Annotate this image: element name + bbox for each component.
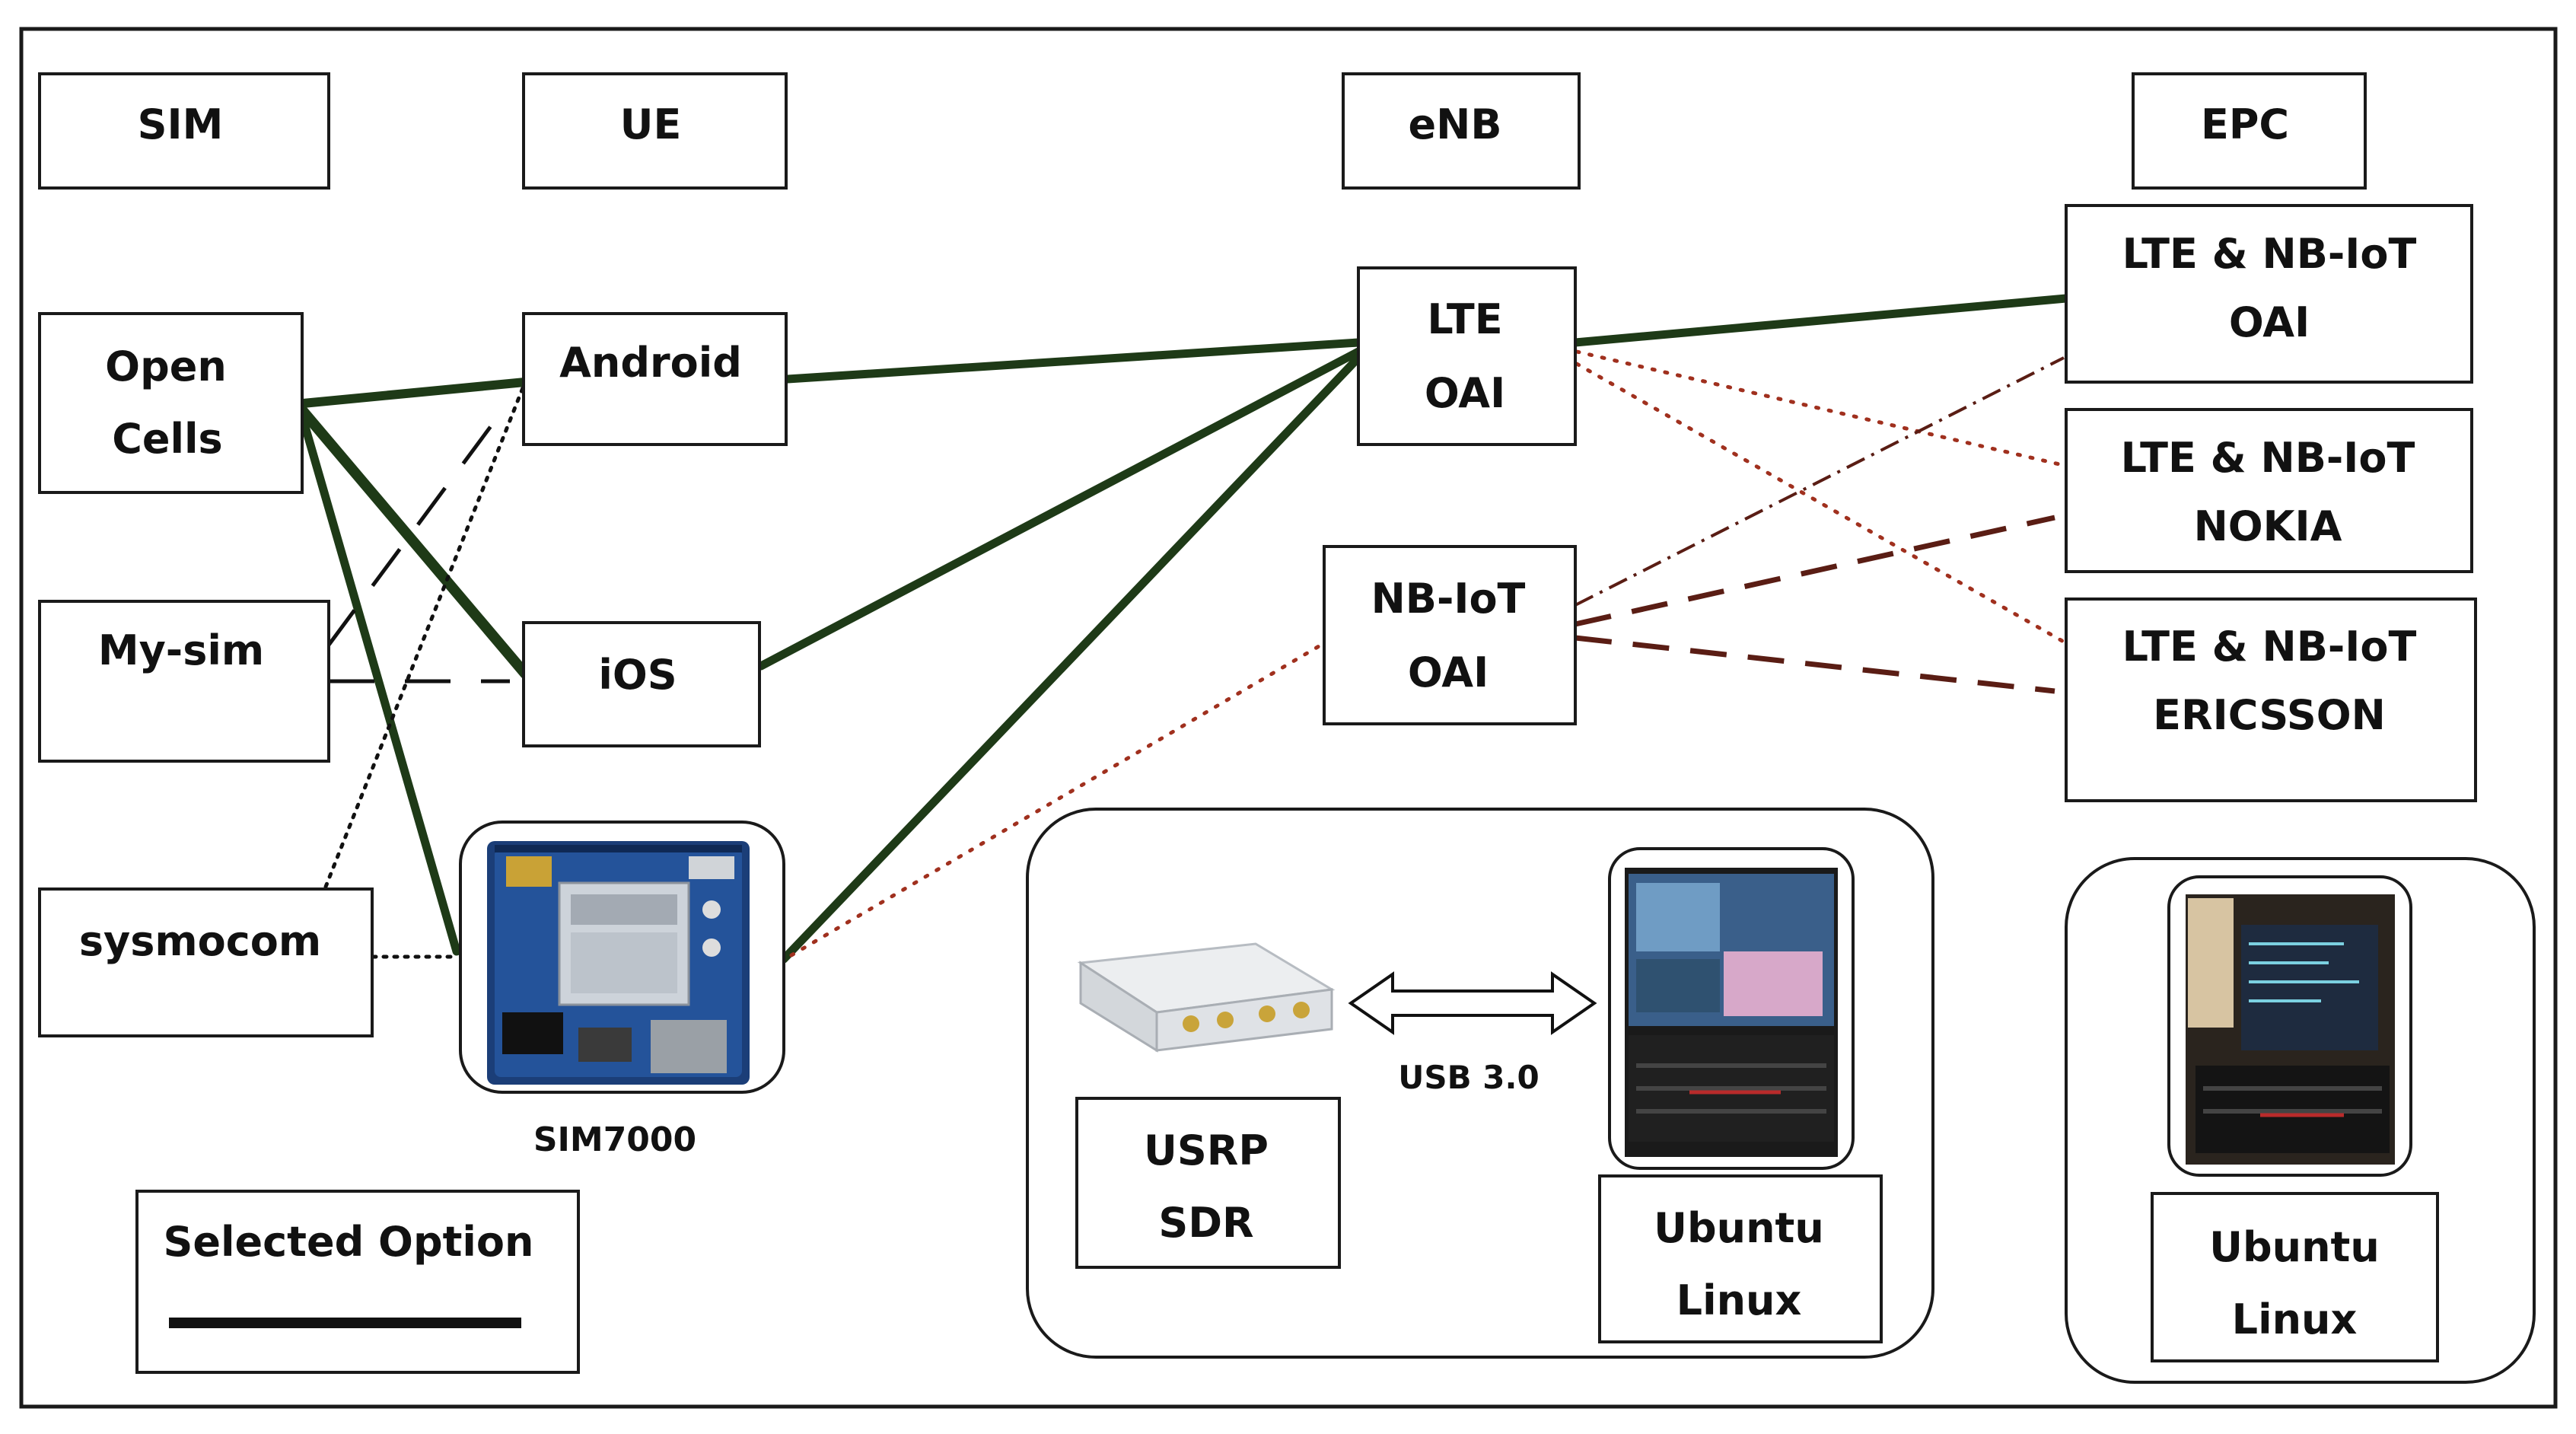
usrp-box: USRP SDR [1075,1097,1341,1269]
node-open-cells-line2: Cells [112,415,222,463]
node-ios: iOS [522,621,761,747]
column-header-epc-label: EPC [2201,100,2289,148]
node-my-sim-label: My-sim [98,626,264,674]
node-android: Android [522,312,788,446]
node-epc-nokia-line2: NOKIA [2194,502,2342,550]
sim7000-board-image [487,841,750,1085]
column-header-enb-label: eNB [1409,100,1502,148]
link-lte-nokia [1575,349,2068,468]
link-lte-epc-oai [1571,294,2071,347]
enb-laptop-image [1608,847,1855,1170]
enb-hardware-group: USB 3.0 USRP SDR Ubuntu Linux [1026,808,1934,1359]
connection-lines [298,294,2071,964]
usrp-line1: USRP [1144,1126,1269,1174]
node-epc-ericsson: LTE & NB-IoT ERICSSON [2065,598,2477,802]
node-open-cells-line1: Open [105,343,227,390]
ubuntu-epc-line1: Ubuntu [2209,1223,2380,1271]
node-android-label: Android [559,339,742,387]
usb-label: USB 3.0 [1398,1059,1539,1096]
usrp-line2: SDR [1158,1199,1253,1247]
node-ios-label: iOS [598,651,677,699]
link-sysmocom-android [323,380,527,889]
link-lte-ericsson [1575,362,2068,645]
node-sysmocom-label: sysmocom [79,917,321,965]
column-header-epc: EPC [2132,72,2367,190]
legend-title: Selected Option [164,1218,534,1266]
ubuntu-epc-line2: Linux [2232,1295,2358,1343]
node-sim7000-label: SIM7000 [533,1120,696,1159]
link-nbiot-ericsson [1575,635,2055,694]
node-lte-oai-line1: LTE [1427,295,1502,343]
link-ios-lte [756,347,1363,671]
epc-laptop-image [2167,875,2412,1177]
ubuntu-enb-box: Ubuntu Linux [1598,1174,1883,1343]
diagram-frame [19,27,2558,1409]
column-header-ue: UE [522,72,788,190]
link-opencells-sim7000 [298,414,461,956]
link-sim7000-nbiot [789,641,1326,958]
node-epc-nokia-line1: LTE & NB-IoT [2121,434,2415,482]
node-epc-oai: LTE & NB-IoT OAI [2065,204,2473,384]
node-my-sim: My-sim [38,600,330,763]
link-opencells-ios [298,406,530,679]
column-header-sim-label: SIM [138,100,224,148]
link-nbiot-nokia [1575,515,2055,627]
column-header-enb: eNB [1342,72,1581,190]
link-android-lte [783,338,1363,384]
usrp-device-image [1077,942,1336,1053]
ubuntu-epc-box: Ubuntu Linux [2151,1192,2439,1362]
node-nbiot-oai-line2: OAI [1408,648,1489,696]
node-sysmocom: sysmocom [38,887,374,1037]
link-nbiot-epc-oai [1575,356,2065,607]
node-lte-oai-line2: OAI [1425,369,1505,417]
node-sim7000: SIM7000 [459,821,785,1159]
usb-double-arrow-icon [1348,971,1597,1035]
link-sim7000-lte [779,353,1363,964]
epc-hardware-group: Ubuntu Linux [2065,857,2536,1384]
ubuntu-enb-line1: Ubuntu [1654,1204,1824,1252]
node-epc-ericsson-line2: ERICSSON [2153,691,2386,739]
node-epc-ericsson-line1: LTE & NB-IoT [2122,623,2417,671]
column-header-ue-label: UE [620,100,682,148]
legend: Selected Option [135,1190,580,1374]
node-epc-nokia: LTE & NB-IoT NOKIA [2065,408,2473,573]
link-opencells-android [298,378,530,408]
column-header-sim: SIM [38,72,330,190]
node-lte-oai: LTE OAI [1357,266,1577,446]
ubuntu-enb-line2: Linux [1676,1276,1802,1324]
node-nbiot-oai-line1: NB-IoT [1371,575,1526,623]
link-mysim-android [325,425,493,648]
node-epc-oai-line2: OAI [2229,298,2310,346]
node-open-cells: Open Cells [38,312,304,494]
node-epc-oai-line1: LTE & NB-IoT [2122,230,2417,278]
node-nbiot-oai: NB-IoT OAI [1323,545,1577,725]
